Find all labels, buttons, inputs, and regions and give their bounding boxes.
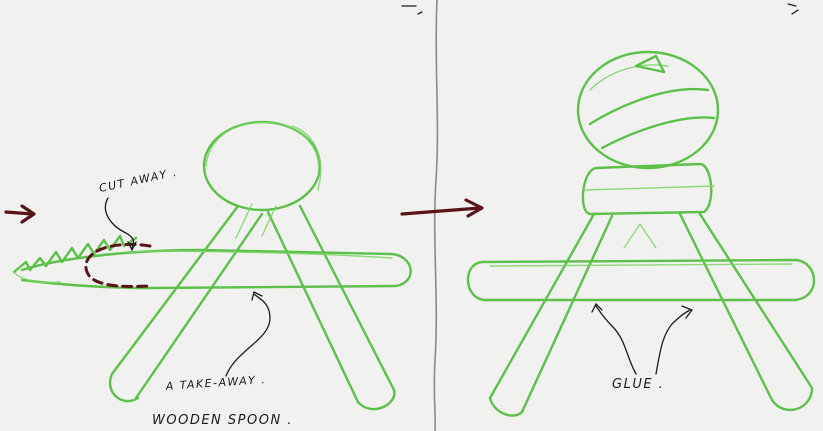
page-mark-right <box>788 4 798 14</box>
arrow-icon <box>656 306 692 374</box>
arrow-right-icon <box>6 206 34 222</box>
cut-away-label: CUT AWAY . <box>98 166 179 195</box>
right-stand-sketch <box>468 52 814 416</box>
glue-label: GLUE . <box>612 377 664 392</box>
page-mark-left <box>402 6 422 14</box>
wooden-spoon-label: WOODEN SPOON . <box>152 413 293 428</box>
take-away-label: A TAKE-AWAY . <box>164 373 266 393</box>
left-stand-sketch <box>14 122 411 409</box>
fold-line <box>434 0 437 431</box>
arrow-right-icon <box>402 200 482 216</box>
arrow-icon <box>226 292 270 376</box>
arrow-icon <box>592 304 636 374</box>
